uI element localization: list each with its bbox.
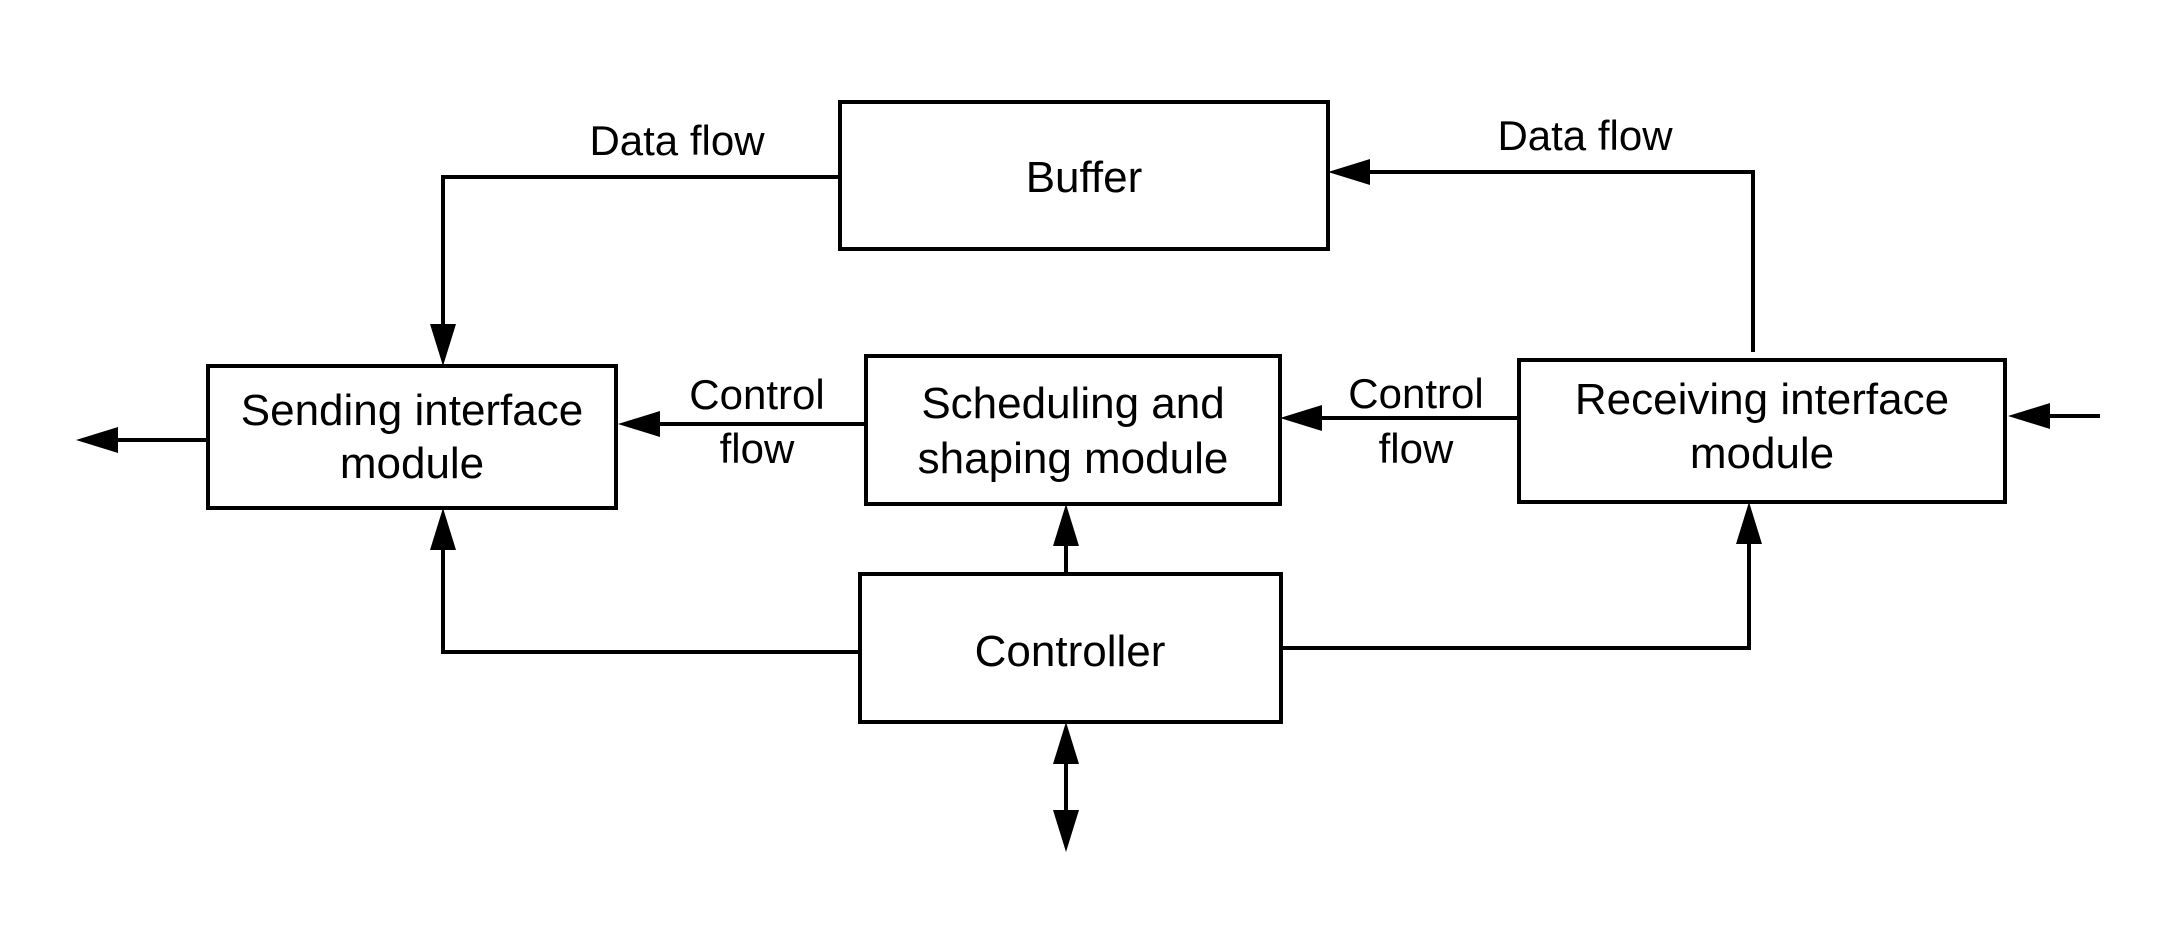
input-arrowhead — [2008, 403, 2050, 429]
scheduling-shaping-label-line1: Scheduling and — [921, 379, 1224, 428]
sending-interface-box: Sending interface module — [208, 366, 616, 508]
scheduling-shaping-box: Scheduling and shaping module — [866, 356, 1280, 504]
controller-to-sending-line — [443, 550, 860, 652]
receiving-interface-box: Receiving interface module — [1519, 360, 2005, 502]
control-flow-left-label-line2: flow — [720, 425, 795, 472]
controller-to-scheduling-arrowhead — [1053, 504, 1079, 546]
buffer-label: Buffer — [1026, 153, 1143, 202]
buffer-box: Buffer — [840, 102, 1328, 249]
controller-external-up-arrowhead — [1053, 722, 1079, 764]
output-arrowhead — [76, 427, 118, 453]
sending-interface-label-line1: Sending interface — [241, 386, 583, 435]
sending-interface-label-line2: module — [340, 439, 484, 488]
control-flow-right-label-line2: flow — [1379, 425, 1454, 472]
data-flow-buffer-to-sending-arrowhead — [430, 324, 456, 366]
control-flow-left-label-line1: Control — [689, 371, 824, 418]
controller-label: Controller — [975, 627, 1166, 676]
controller-box: Controller — [860, 574, 1281, 722]
receiving-interface-label-line2: module — [1690, 429, 1834, 478]
control-flow-receiving-to-scheduling-arrowhead — [1280, 405, 1322, 431]
data-flow-receiving-to-buffer-arrowhead — [1328, 159, 1370, 185]
scheduling-shaping-label-line2: shaping module — [918, 434, 1229, 483]
data-flow-right-label: Data flow — [1497, 112, 1673, 159]
controller-external-down-arrowhead — [1053, 810, 1079, 852]
controller-to-receiving-line — [1281, 544, 1749, 648]
receiving-interface-label-line1: Receiving interface — [1575, 375, 1949, 424]
data-flow-left-label: Data flow — [589, 117, 765, 164]
data-flow-receiving-to-buffer-line — [1370, 172, 1753, 352]
control-flow-scheduling-to-sending-arrowhead — [618, 411, 660, 437]
control-flow-right-label-line1: Control — [1348, 370, 1483, 417]
data-flow-buffer-to-sending-line — [443, 177, 840, 324]
controller-to-sending-arrowhead — [430, 508, 456, 550]
controller-to-receiving-arrowhead — [1736, 502, 1762, 544]
